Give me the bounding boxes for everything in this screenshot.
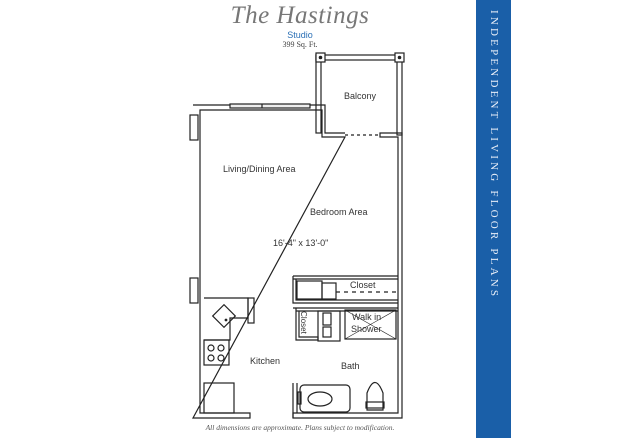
interior-walls (292, 275, 398, 418)
property-name: The Hastings (230, 2, 370, 29)
balcony-outline (315, 52, 405, 136)
square-feet: 399 Sq. Ft. (282, 40, 318, 49)
bath-fixtures (297, 381, 385, 413)
room-label-living-dining: Living/Dining Area (223, 164, 296, 174)
room-label-bedroom: Bedroom Area (310, 207, 368, 217)
room-label-shower-line1: Walk in (352, 312, 382, 322)
room-label-balcony: Balcony (344, 91, 377, 101)
room-label-bath: Bath (341, 361, 360, 371)
room-dimensions: 16'-4" x 13'-0" (273, 238, 329, 248)
room-label-kitchen: Kitchen (250, 356, 281, 366)
disclaimer: All dimensions are approximate. Plans su… (205, 423, 395, 432)
room-label-shower-line2: Shower (351, 324, 382, 334)
room-label-closet: Closet (350, 280, 376, 290)
kitchen-fixtures (203, 297, 255, 414)
exterior-walls (189, 103, 403, 419)
side-banner: INDEPENDENT LIVING FLOOR PLANS (476, 0, 511, 438)
room-label-closet-side: Closet (298, 311, 308, 334)
unit-type: Studio (287, 30, 313, 40)
banner-text: INDEPENDENT LIVING FLOOR PLANS (487, 10, 500, 300)
